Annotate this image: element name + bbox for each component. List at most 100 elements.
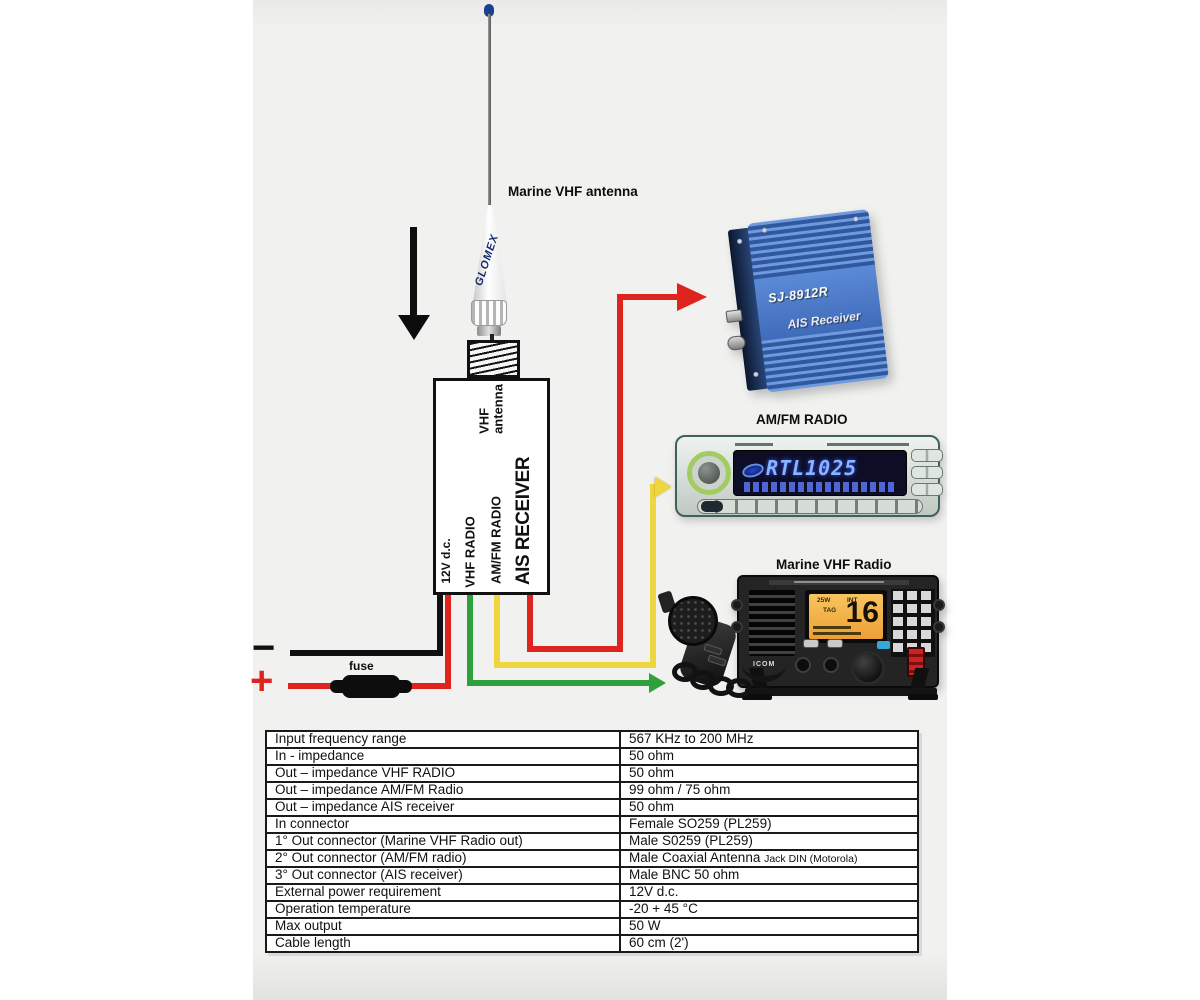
vhf-bracket-foot (742, 694, 772, 700)
fuse-body-center (342, 675, 400, 698)
wire-negative-horizontal (290, 650, 443, 656)
spec-label-cell: 3° Out connector (AIS receiver) (265, 866, 621, 885)
stereo-label: AM/FM RADIO (756, 412, 848, 427)
stereo-eject-button (701, 501, 723, 512)
yellow-arrow-head-icon (655, 477, 671, 497)
splitter-port-antenna-line1: VHF (476, 407, 492, 434)
stereo-button-row3 (911, 483, 943, 496)
table-row: 1° Out connector (Marine VHF Radio out) … (265, 832, 919, 851)
spec-label-cell: Cable length (265, 934, 621, 953)
spec-value-cell: 50 ohm (619, 747, 919, 766)
spec-value-cell: Male BNC 50 ohm (619, 866, 919, 885)
table-row: Out – impedance AIS receiver 50 ohm (265, 798, 919, 817)
vhf-small-knob (795, 657, 811, 673)
wire-ais-vertical2 (617, 297, 623, 652)
spec-label-cell: 2° Out connector (AM/FM radio) (265, 849, 621, 868)
antenna-ferrule (477, 326, 501, 336)
spec-table-body: Input frequency range 567 KHz to 200 MHz… (265, 730, 919, 953)
spec-value-cell: Female SO259 (PL259) (619, 815, 919, 834)
spec-value-cell: 12V d.c. (619, 883, 919, 902)
spec-label-cell: Input frequency range (265, 730, 621, 749)
table-row: In - impedance 50 ohm (265, 747, 919, 766)
down-arrow-icon (410, 227, 417, 317)
spec-label-cell: Out – impedance AM/FM Radio (265, 781, 621, 800)
vhf-small-knob (823, 657, 839, 673)
vhf-top-model-text (794, 581, 884, 583)
stereo-display-frequency: RTL1025 (766, 456, 858, 480)
coax-connector-block (467, 340, 520, 378)
wire-vhf-vertical (467, 595, 473, 686)
splitter-box (433, 378, 550, 595)
vhf-microphone-head (668, 596, 718, 646)
spec-label-cell: Operation temperature (265, 900, 621, 919)
antenna-whip (488, 14, 491, 208)
antenna-feed-stub (490, 334, 494, 342)
vhf-function-button (803, 639, 819, 648)
amfm-stereo-device: RTL1025 (675, 435, 943, 517)
stereo-button-row2 (911, 466, 943, 479)
splitter-port-power-label: 12V d.c. (439, 538, 453, 584)
wire-ais-horizontal2 (617, 294, 679, 300)
spec-label-cell: 1° Out connector (Marine VHF Radio out) (265, 832, 621, 851)
table-row: Cable length 60 cm (2') (265, 934, 919, 953)
vhf-clear-button (877, 641, 890, 649)
vhf-display-power: 25W (817, 597, 831, 604)
battery-positive-symbol: + (250, 659, 274, 703)
vhf-display-channel: 16 (845, 596, 879, 629)
vhf-mount-bolt (933, 599, 945, 611)
vhf-display-text-line (813, 632, 861, 635)
wire-amfm-horizontal (494, 662, 656, 668)
spec-value-cell: 50 W (619, 917, 919, 936)
splitter-port-antenna-line2: antenna (491, 384, 506, 434)
table-row: Operation temperature -20 + 45 °C (265, 900, 919, 919)
splitter-port-antenna-label: VHF antenna (476, 384, 507, 434)
stereo-display: RTL1025 (733, 450, 907, 496)
table-row: Out – impedance AM/FM Radio 99 ohm / 75 … (265, 781, 919, 800)
table-row: Out – impedance VHF RADIO 50 ohm (265, 764, 919, 783)
vhf-display-tag: TAG (823, 607, 837, 614)
fuse-label: fuse (349, 659, 374, 673)
spec-label-cell: In - impedance (265, 747, 621, 766)
spec-table: Input frequency range 567 KHz to 200 MHz… (265, 730, 919, 953)
splitter-port-amfm-label: AM/FM RADIO (488, 495, 504, 585)
vhf-channel-knob (851, 651, 885, 685)
spec-label-cell: Out – impedance AIS receiver (265, 798, 621, 817)
spec-value-cell: -20 + 45 °C (619, 900, 919, 919)
red-arrow-head-icon (677, 283, 707, 311)
stereo-display-spectrum-bars (744, 482, 896, 492)
ais-receiver-device: SJ-8912R AIS Receiver (725, 208, 889, 395)
spec-label-cell: Out – impedance VHF RADIO (265, 764, 621, 783)
table-row: Input frequency range 567 KHz to 200 MHz (265, 730, 919, 749)
wire-ais-vertical1 (527, 595, 533, 652)
wire-amfm-vertical2 (650, 484, 656, 668)
stereo-display-logo-icon (740, 461, 766, 480)
battery-negative-symbol: − (252, 626, 276, 670)
antenna-label: Marine VHF antenna (508, 184, 638, 199)
spec-value-cell: 99 ohm / 75 ohm (619, 781, 919, 800)
table-row: 2° Out connector (AM/FM radio) Male Coax… (265, 849, 919, 868)
spec-value-cell: 60 cm (2') (619, 934, 919, 953)
stereo-model-text-strip (735, 443, 773, 446)
spec-value-cell: 50 ohm (619, 764, 919, 783)
ais-device-bnc-connector-1 (725, 309, 743, 324)
stereo-feature-text-strip (827, 443, 909, 446)
vhf-mount-bolt (731, 599, 743, 611)
vhf-display-bezel: 25W INT TAG 16 (805, 590, 887, 643)
stereo-button-row1 (911, 449, 943, 462)
spec-value-cell: 567 KHz to 200 MHz (619, 730, 919, 749)
splitter-title: AIS RECEIVER (513, 456, 534, 586)
vhf-display: 25W INT TAG 16 (809, 594, 883, 639)
wire-amfm-vertical1 (494, 595, 500, 668)
table-row: External power requirement 12V d.c. (265, 883, 919, 902)
wire-negative-vertical (437, 595, 443, 653)
vhf-radio-device: 25W INT TAG 16 ICOM (731, 575, 945, 688)
vhf-radio-label: Marine VHF Radio (776, 557, 892, 572)
vhf-display-text-line (813, 626, 851, 629)
wire-positive-vertical (445, 595, 451, 686)
stereo-bottom-button-row (697, 499, 923, 514)
stereo-volume-knob (698, 462, 720, 484)
spec-label-cell: Max output (265, 917, 621, 936)
wire-ais-horizontal1 (527, 646, 623, 652)
spec-value-cell: Male Coaxial Antenna Jack DIN (Motorola) (619, 849, 919, 868)
